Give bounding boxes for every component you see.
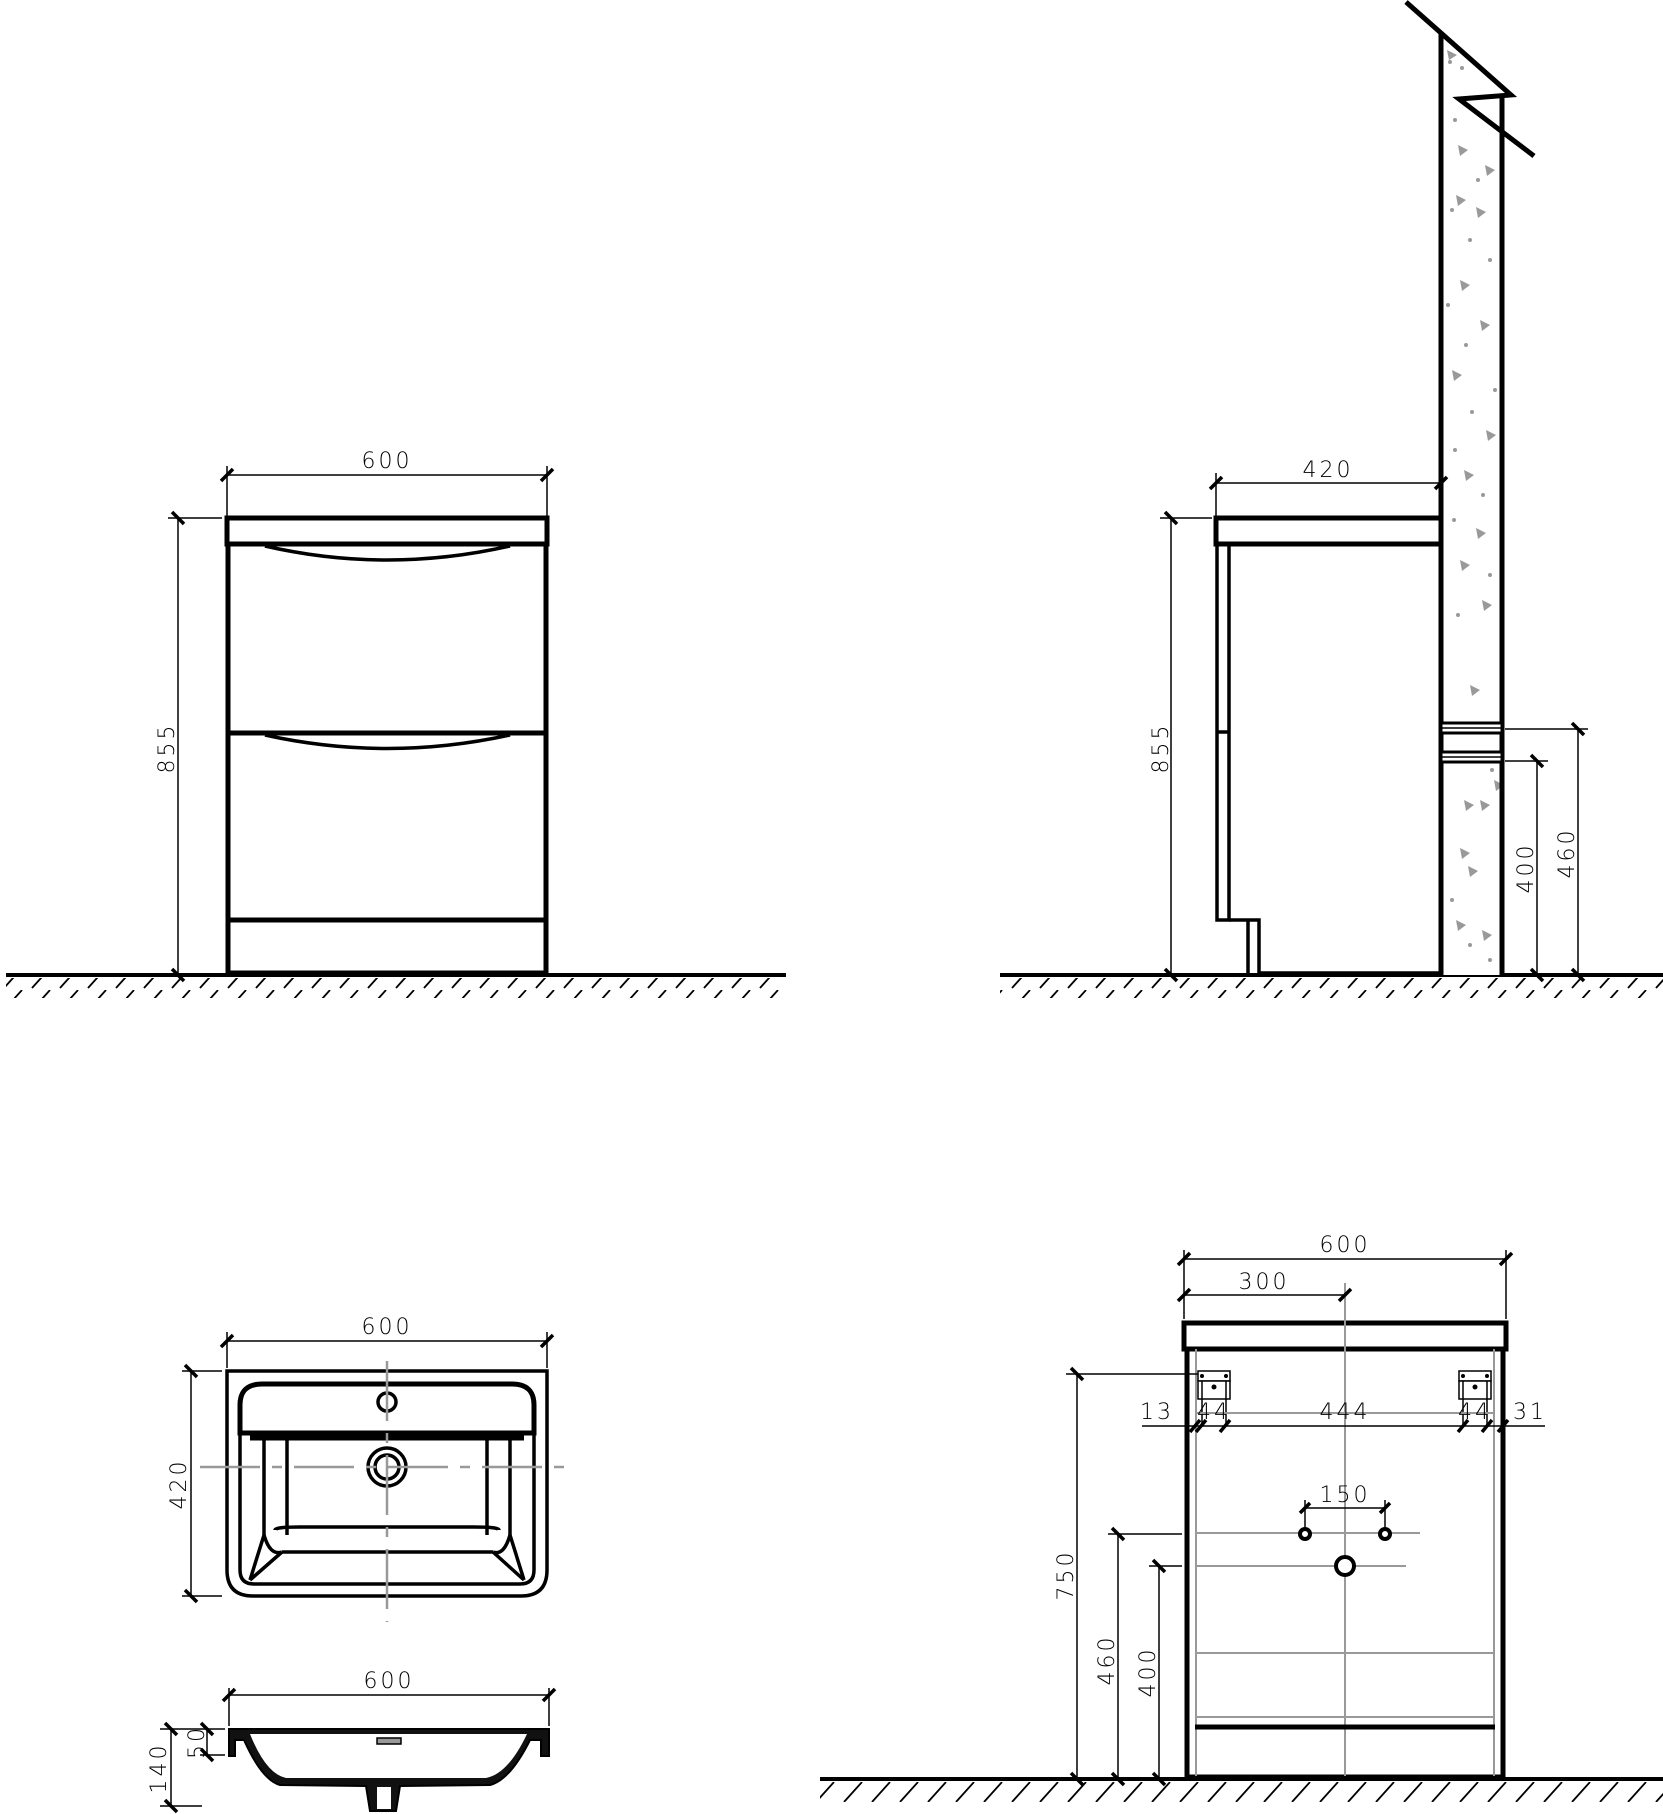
rear-center-dimension: 300 bbox=[1176, 1270, 1353, 1303]
countertop bbox=[224, 515, 550, 547]
supply-hole-left bbox=[1298, 1527, 1312, 1541]
section-rim-dimension: 50 bbox=[185, 1721, 225, 1763]
overflow-slot bbox=[376, 1737, 402, 1745]
wall-break-line bbox=[1404, 0, 1536, 158]
svg-text:460: 460 bbox=[1095, 1635, 1120, 1686]
supply-hole-right bbox=[1378, 1527, 1392, 1541]
rear-bracket-dimensions: 13 44 444 44 31 bbox=[1140, 1400, 1547, 1434]
side-pipe-460-dimension: 460 bbox=[1505, 721, 1588, 983]
svg-text:420: 420 bbox=[167, 1459, 192, 1510]
drawer-handle-top bbox=[264, 544, 511, 562]
svg-text:13: 13 bbox=[1140, 1400, 1174, 1425]
side-view: 420 855 400 460 bbox=[1000, 0, 1663, 998]
basin-section-view: 600 50 140 bbox=[147, 1669, 557, 1814]
section-width-dimension: 600 bbox=[221, 1669, 557, 1726]
svg-text:855: 855 bbox=[1149, 723, 1174, 774]
svg-text:420: 420 bbox=[1303, 458, 1354, 483]
svg-text:750: 750 bbox=[1054, 1550, 1079, 1601]
supply-height-dimension: 460 bbox=[1095, 1526, 1182, 1787]
drawer-handle-bottom bbox=[264, 733, 511, 751]
svg-text:460: 460 bbox=[1555, 828, 1580, 879]
drain-outlet bbox=[1334, 1555, 1356, 1577]
floor-hatch bbox=[820, 1782, 1663, 1802]
front-width-dimension: 600 bbox=[219, 449, 555, 516]
svg-text:50: 50 bbox=[185, 1725, 210, 1759]
wall-section bbox=[1404, 0, 1536, 975]
svg-text:444: 444 bbox=[1320, 1400, 1371, 1425]
svg-text:855: 855 bbox=[155, 723, 180, 774]
basin-top-view: 600 420 bbox=[167, 1315, 570, 1622]
wall-bracket-left bbox=[1197, 1370, 1231, 1426]
side-height-dimension: 855 bbox=[1149, 510, 1212, 983]
basin-back-ledge bbox=[237, 1381, 537, 1436]
countertop-side bbox=[1213, 515, 1444, 547]
basin-width-dimension: 600 bbox=[219, 1315, 555, 1368]
front-view: 600 855 bbox=[6, 449, 786, 998]
section-height-dimension: 140 bbox=[147, 1721, 202, 1814]
svg-text:600: 600 bbox=[1320, 1233, 1371, 1258]
svg-text:400: 400 bbox=[1136, 1647, 1161, 1698]
svg-text:44: 44 bbox=[1458, 1400, 1492, 1425]
rear-width-dimension: 600 bbox=[1176, 1233, 1514, 1319]
floor-hatch bbox=[6, 978, 786, 998]
svg-text:400: 400 bbox=[1514, 843, 1539, 894]
tap-spacing-dimension: 150 bbox=[1298, 1483, 1392, 1528]
svg-text:44: 44 bbox=[1197, 1400, 1231, 1425]
svg-text:300: 300 bbox=[1239, 1270, 1290, 1295]
wall-bracket-right bbox=[1458, 1370, 1492, 1426]
side-depth-dimension: 420 bbox=[1208, 458, 1449, 516]
svg-text:31: 31 bbox=[1513, 1400, 1547, 1425]
pipe-connections bbox=[1439, 721, 1504, 764]
svg-text:150: 150 bbox=[1320, 1483, 1371, 1508]
svg-text:600: 600 bbox=[364, 1669, 415, 1694]
floor-hatch bbox=[1000, 978, 1663, 998]
svg-text:600: 600 bbox=[362, 449, 413, 474]
rear-view: 600 300 13 44 444 44 31 bbox=[820, 1233, 1663, 1802]
drain-height-dimension: 400 bbox=[1136, 1558, 1182, 1787]
basin-outline bbox=[225, 1369, 549, 1598]
mount-height-dimension: 750 bbox=[1054, 1366, 1198, 1787]
front-height-dimension: 855 bbox=[155, 510, 222, 983]
svg-text:140: 140 bbox=[147, 1743, 172, 1794]
side-pipe-400-dimension: 400 bbox=[1505, 753, 1548, 983]
svg-text:600: 600 bbox=[362, 1315, 413, 1340]
basin-depth-dimension: 420 bbox=[167, 1363, 222, 1604]
concrete-texture bbox=[1446, 50, 1504, 962]
